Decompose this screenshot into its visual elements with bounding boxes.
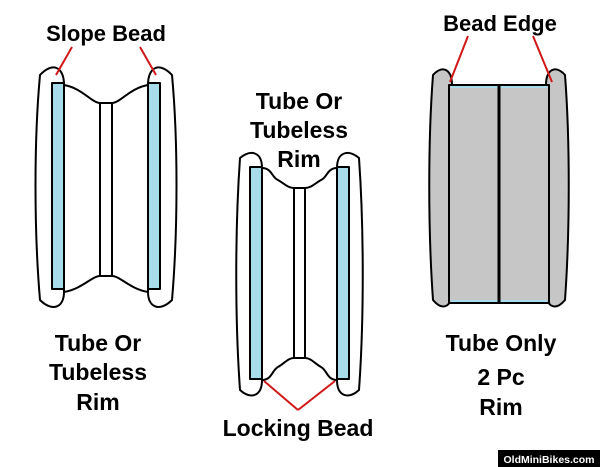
- right-rim-half: [498, 84, 550, 304]
- rim1-label-line2: Tubeless: [49, 359, 147, 385]
- left-rim-half: [448, 84, 500, 304]
- rim3-label-line1: Tube Only: [446, 330, 557, 356]
- left-flange: [428, 68, 453, 308]
- locking-bead-pointer-left: [263, 380, 299, 411]
- watermark: OldMiniBikes.com: [498, 450, 600, 467]
- bead-edge-pointer-right: [532, 35, 553, 83]
- drop-center: [99, 102, 113, 277]
- slope-bead-rim: [34, 66, 178, 308]
- slope-bead-pointer-right: [139, 46, 157, 76]
- rim2-label-line1: Tube Or: [256, 88, 343, 114]
- left-bead-seat: [51, 82, 65, 290]
- rim3-label-line3: Rim: [479, 394, 522, 420]
- slope-bead-pointer-left: [55, 46, 73, 76]
- pointer-lines: [55, 35, 553, 411]
- rim1-label-line1: Tube Or: [55, 330, 142, 356]
- locking-bead-rim: [235, 152, 364, 397]
- drop-center: [293, 187, 306, 359]
- bead-edge-label: Bead Edge: [443, 11, 557, 36]
- right-bead-seat: [336, 166, 350, 380]
- bead-edge-pointer-left: [449, 35, 469, 83]
- rim2-label-line2: Tubeless: [250, 117, 348, 143]
- slope-bead-label: Slope Bead: [46, 21, 166, 46]
- watermark-text: OldMiniBikes.com: [503, 454, 594, 466]
- rim3-label-line2: 2 Pc: [477, 364, 525, 390]
- locking-bead-label: Locking Bead: [223, 415, 374, 441]
- left-bead-seat: [249, 166, 263, 380]
- right-bead-seat: [147, 82, 161, 290]
- rim2-label-line3: Rim: [277, 146, 320, 172]
- locking-bead-pointer-right: [297, 380, 336, 411]
- two-piece-rim: [428, 68, 570, 308]
- rim1-label-line3: Rim: [76, 389, 119, 415]
